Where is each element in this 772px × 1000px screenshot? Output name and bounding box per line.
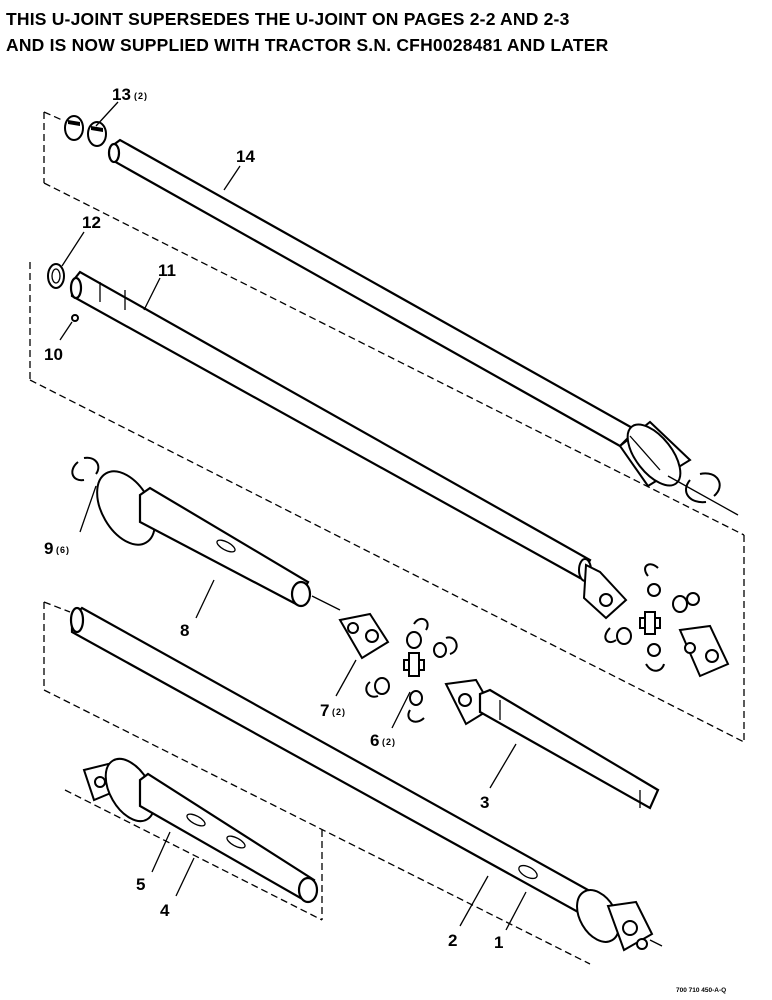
callout-6: 6 [370, 731, 379, 750]
group-outline-outer-shield [43, 111, 745, 536]
callout-9: 9 [44, 539, 53, 558]
short-shield-4-5 [82, 757, 319, 904]
callout-7-qty: (2) [332, 707, 346, 717]
callout-11: 11 [158, 261, 176, 280]
callout-4: 4 [160, 901, 170, 920]
notice-line-1: THIS U-JOINT SUPERSEDES THE U-JOINT ON P… [6, 9, 570, 29]
cross-bearing-6 [365, 617, 458, 723]
notice-line-2: AND IS NOW SUPPLIED WITH TRACTOR S.N. CF… [6, 35, 609, 55]
yoke-7 [338, 612, 390, 660]
grease-fitting-10 [71, 314, 79, 322]
callout-9-qty: (6) [56, 545, 70, 555]
drawing-number: 700 710 450-A-Q [676, 987, 726, 994]
callout-13: 13 [112, 85, 131, 104]
callout-6-qty: (2) [382, 737, 396, 747]
group-outline-inner-tube [29, 262, 745, 743]
callout-8: 8 [180, 621, 189, 640]
square-shaft-3 [444, 678, 660, 810]
callout-1: 1 [494, 933, 503, 952]
lower-shield-tube-2 [69, 606, 590, 914]
group-outline-lower-shield [43, 601, 591, 965]
u-joint-cluster-right [604, 563, 730, 678]
group-outline-short-shield [64, 789, 323, 921]
callout-13-qty: (2) [134, 91, 148, 101]
shield-cone-8 [96, 470, 341, 611]
leader-lines [59, 101, 527, 931]
callout-10: 10 [44, 345, 63, 364]
callout-2: 2 [448, 931, 457, 950]
snap-ring-12 [47, 263, 65, 289]
callout-14: 14 [236, 147, 255, 166]
outer-shield-tube [107, 138, 739, 516]
yoke-assembly-1 [576, 889, 663, 952]
retaining-clip-right [685, 472, 721, 504]
callout-3: 3 [480, 793, 489, 812]
inner-yoke-tube [69, 270, 628, 620]
bearing-ring-13 [64, 115, 107, 147]
supersede-notice: THIS U-JOINT SUPERSEDES THE U-JOINT ON P… [6, 6, 766, 58]
callout-12: 12 [82, 213, 101, 232]
clip-9 [71, 456, 100, 482]
callout-5: 5 [136, 875, 145, 894]
callout-7: 7 [320, 701, 329, 720]
